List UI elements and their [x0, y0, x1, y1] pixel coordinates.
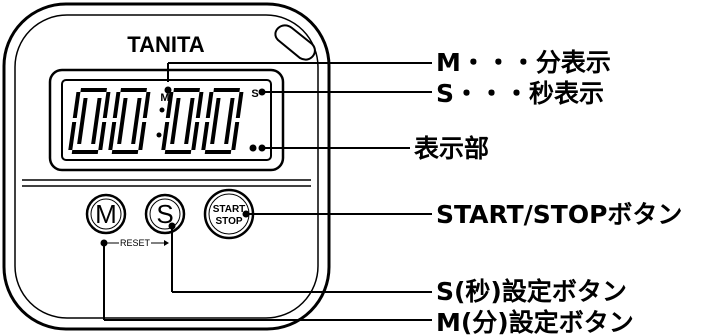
callout-minute-set: M(分)設定ボタン — [436, 308, 634, 335]
timer-inner-rim — [14, 14, 319, 319]
leader-lines — [100, 62, 432, 321]
hanging-hole — [274, 24, 316, 61]
second-indicator: S — [251, 88, 258, 100]
digit-sec-tens — [161, 88, 204, 154]
colon-dot-bottom — [156, 132, 162, 138]
second-button-label: S — [156, 199, 173, 229]
colon-dot-top — [159, 107, 165, 113]
reset-label: RESET — [120, 238, 151, 248]
callout-second-set: S(秒)設定ボタン — [436, 277, 627, 306]
callout-start-stop: START/STOPボタン — [436, 200, 682, 229]
minute-button[interactable]: M — [85, 193, 127, 235]
start-stop-label-1: START — [213, 204, 246, 215]
callout-minute-display: M・・・分表示 — [436, 48, 611, 77]
decimal-dot — [249, 144, 257, 152]
start-stop-label-2: STOP — [215, 216, 242, 227]
reset-indicator: RESET — [106, 238, 169, 248]
callout-display: 表示部 — [414, 134, 489, 163]
callout-second-display: S・・・秒表示 — [436, 79, 604, 108]
minute-indicator: M — [160, 92, 169, 104]
digit-sec-ones — [201, 88, 244, 154]
brand-logo: TANITA — [127, 32, 204, 57]
digit-min-ones — [108, 88, 151, 154]
minute-button-label: M — [95, 199, 117, 229]
display-digits — [68, 88, 257, 154]
second-button[interactable]: S — [144, 193, 186, 235]
digit-min-tens — [68, 88, 111, 154]
